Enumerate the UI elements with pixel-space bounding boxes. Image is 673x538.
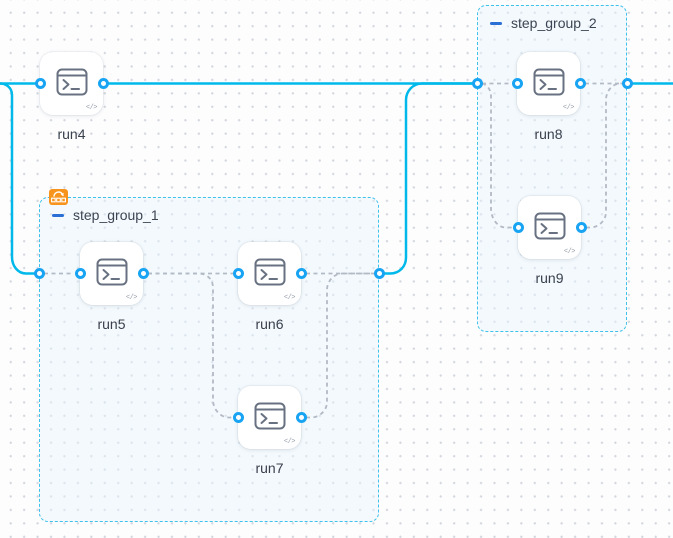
node-output-handle[interactable]	[97, 78, 109, 89]
terminal-icon	[534, 212, 566, 240]
node-label: run8	[534, 126, 563, 142]
node-input-handle[interactable]	[511, 78, 523, 89]
terminal-icon	[96, 258, 128, 286]
node-label: run9	[535, 270, 564, 286]
edge-run9-to-g2out[interactable]	[586, 82, 622, 229]
edge-run7-to-g1out[interactable]	[306, 272, 374, 419]
group2-input-handle[interactable]	[471, 78, 483, 89]
terminal-icon	[533, 68, 565, 96]
node-run5[interactable]: </> run5	[74, 242, 149, 332]
node-output-handle[interactable]	[295, 268, 307, 279]
group1-input-handle[interactable]	[33, 268, 45, 279]
node-card[interactable]: </>	[232, 242, 307, 305]
node-run8[interactable]: </> run8	[511, 52, 586, 142]
code-icon: </>	[562, 104, 575, 112]
code-icon: </>	[85, 104, 98, 112]
collapse-minus-icon[interactable]	[490, 21, 502, 25]
node-label: run4	[57, 126, 86, 142]
node-input-handle[interactable]	[232, 268, 244, 279]
terminal-icon	[254, 402, 286, 430]
edge-step_group_1-to-step_group_2[interactable]	[381, 82, 474, 275]
group-header[interactable]: step_group_2	[490, 15, 597, 31]
code-icon: </>	[283, 294, 296, 302]
node-label: run5	[97, 316, 126, 332]
group-title: step_group_2	[511, 15, 597, 31]
group-title: step_group_1	[73, 207, 159, 223]
node-output-handle[interactable]	[295, 412, 307, 423]
node-card[interactable]: </>	[34, 52, 109, 115]
edge-g2in-to-run9[interactable]	[481, 82, 512, 229]
node-label: run7	[255, 460, 284, 476]
node-card[interactable]: </>	[512, 196, 587, 259]
loop-badge-icon[interactable]	[49, 189, 68, 205]
group1-output-handle[interactable]	[373, 268, 385, 279]
node-run7[interactable]: </> run7	[232, 386, 307, 476]
node-input-handle[interactable]	[232, 412, 244, 423]
collapse-minus-icon[interactable]	[52, 213, 64, 217]
node-run6[interactable]: </> run6	[232, 242, 307, 332]
node-run4[interactable]: </> run4	[34, 52, 109, 142]
node-card[interactable]: </>	[232, 386, 307, 449]
node-card[interactable]: </>	[511, 52, 586, 115]
code-icon: </>	[283, 438, 296, 446]
node-input-handle[interactable]	[74, 268, 86, 279]
node-card[interactable]: </>	[74, 242, 149, 305]
edge-in-to-step_group_1[interactable]	[0, 82, 37, 275]
node-output-handle[interactable]	[574, 78, 586, 89]
node-output-handle[interactable]	[137, 268, 149, 279]
node-input-handle[interactable]	[34, 78, 46, 89]
code-icon: </>	[563, 248, 576, 256]
edge-run5-to-run7[interactable]	[148, 272, 233, 419]
terminal-icon	[254, 258, 286, 286]
code-icon: </>	[125, 294, 138, 302]
node-label: run6	[255, 316, 284, 332]
group2-output-handle[interactable]	[621, 78, 633, 89]
node-input-handle[interactable]	[512, 222, 524, 233]
terminal-icon	[56, 68, 88, 96]
node-run9[interactable]: </> run9	[512, 196, 587, 286]
node-output-handle[interactable]	[575, 222, 587, 233]
group-header[interactable]: step_group_1	[52, 207, 159, 223]
